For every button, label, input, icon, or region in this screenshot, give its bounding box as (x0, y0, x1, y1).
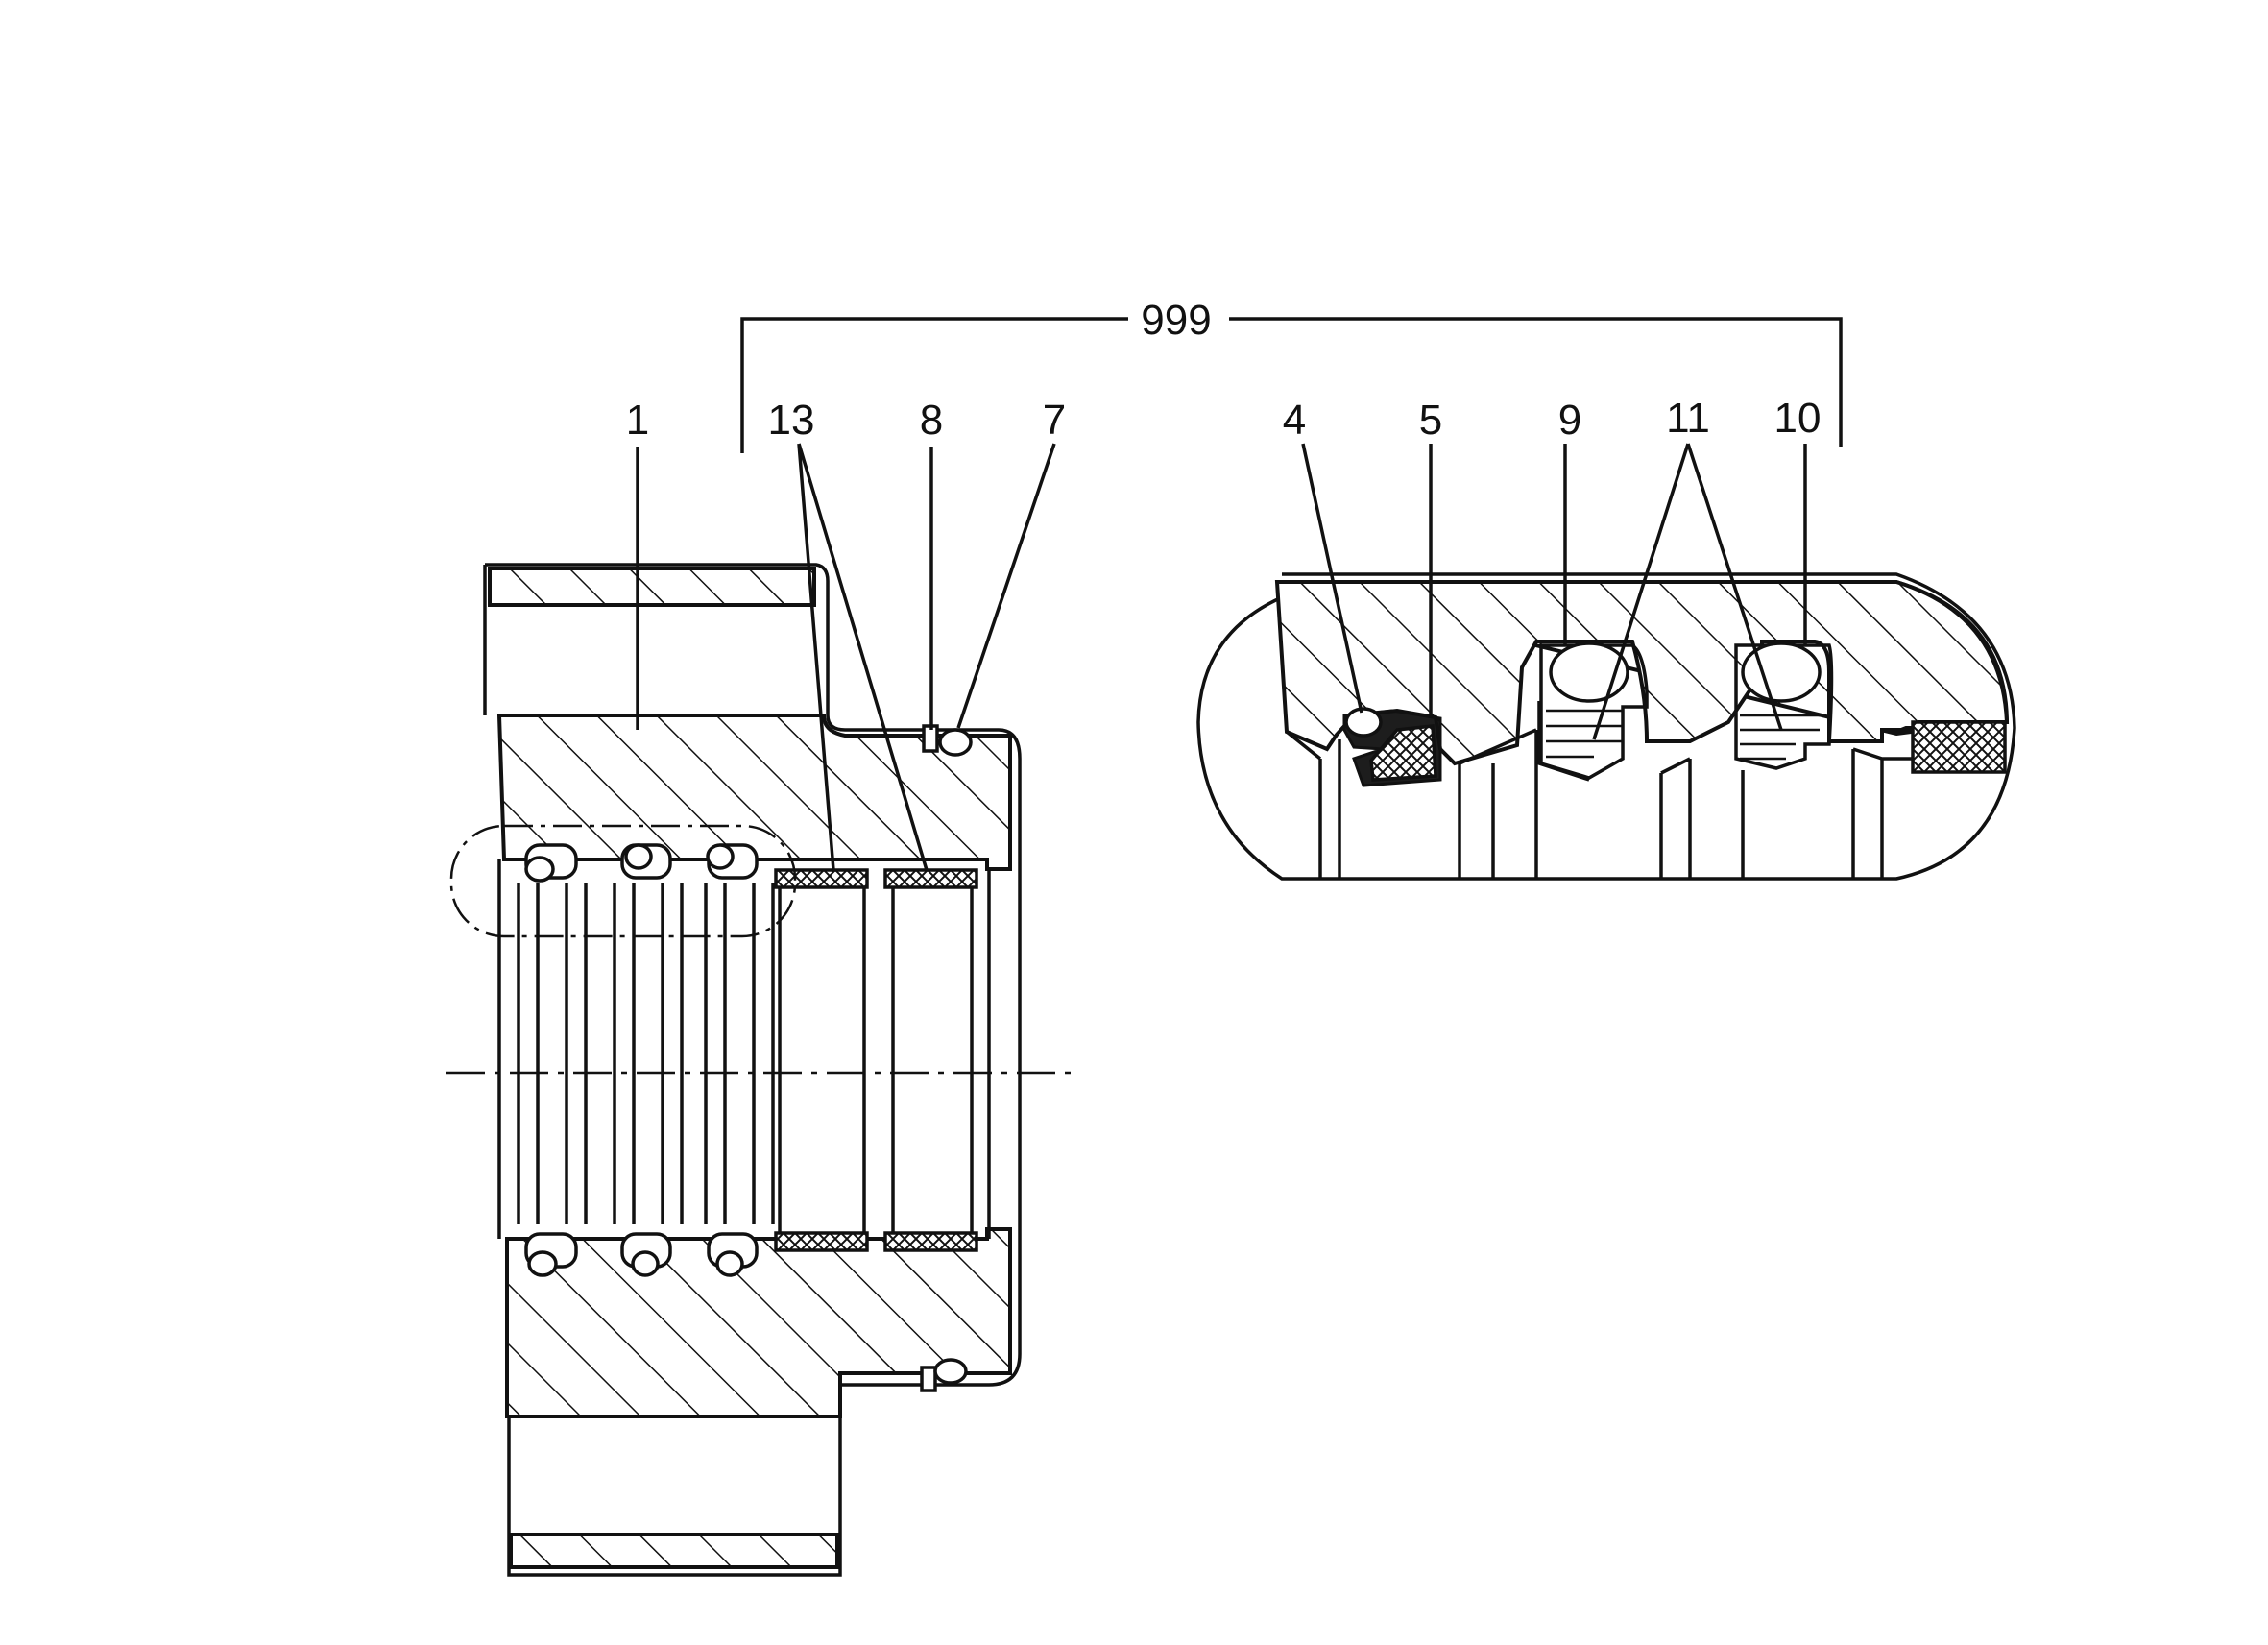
label-4: 4 (1283, 397, 1306, 444)
guide-rings (774, 868, 978, 1252)
label-13: 13 (768, 397, 815, 444)
detail-view (1196, 572, 2016, 881)
label-1: 1 (626, 397, 649, 444)
right-leaders (1301, 443, 1807, 740)
label-10: 10 (1774, 395, 1822, 442)
seal-ring-stack (517, 843, 775, 1277)
housing-section (483, 563, 1022, 1577)
label-8: 8 (920, 397, 943, 444)
assembly-bracket (740, 317, 1843, 453)
label-7: 7 (1043, 397, 1066, 444)
label-999: 999 (1141, 297, 1211, 344)
detail-marker (449, 824, 797, 938)
label-5: 5 (1419, 397, 1442, 444)
left-leaders (636, 443, 1056, 871)
label-11: 11 (1666, 395, 1710, 442)
label-9: 9 (1558, 397, 1581, 444)
